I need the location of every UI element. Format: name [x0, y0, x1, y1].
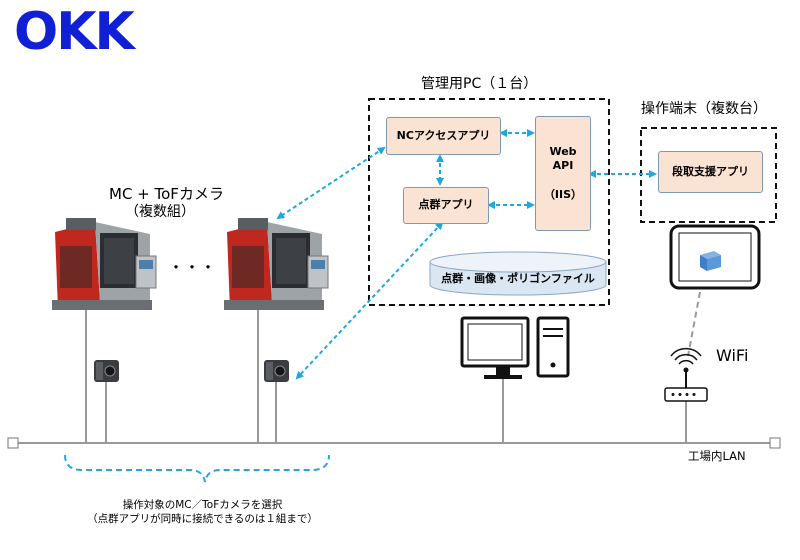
nc-access-app-label: NCアクセスアプリ [396, 128, 491, 142]
wifi-label: WiFi [716, 346, 749, 365]
machining-center-2 [224, 218, 329, 310]
arrow-nc-to-machine [276, 146, 386, 220]
management-pc-boundary [368, 98, 610, 306]
point-cloud-app-box: 点群アプリ [403, 187, 489, 224]
pc-icon [460, 316, 570, 379]
tablet-icon [669, 224, 761, 290]
point-cloud-app-label: 点群アプリ [418, 198, 474, 212]
wifi-link [687, 291, 701, 357]
machines-title: MC + ToFカメラ [109, 185, 224, 203]
web-api-label: Web API [549, 145, 577, 173]
setup-app-label: 段取支援アプリ [672, 164, 749, 178]
selection-note: 操作対象のMC／ToFカメラを選択 （点群アプリが同時に接続できるのは１組まで） [60, 498, 345, 526]
web-api-iis-label: （IIS） [543, 187, 583, 201]
okk-logo: OKK [14, 2, 135, 62]
lan-label: 工場内LAN [688, 449, 746, 463]
terminal-title: 操作端末（複数台） [641, 101, 767, 117]
machining-center-1 [52, 218, 157, 310]
storage-label: 点群・画像・ポリゴンファイル [441, 272, 595, 285]
wifi-router-icon [664, 347, 708, 402]
data-flow-arrows [276, 129, 657, 380]
selection-bracket [64, 454, 330, 483]
tof-camera-2 [264, 360, 289, 382]
selection-note-line2: （点群アプリが同時に接続できるのは１組まで） [87, 513, 318, 526]
machines-subtitle: （複数組） [125, 204, 195, 220]
tof-camera-1 [94, 360, 119, 382]
nc-access-app-box: NCアクセスアプリ [386, 117, 501, 155]
selection-note-line1: 操作対象のMC／ToFカメラを選択 [122, 499, 283, 511]
lan-drops [85, 300, 687, 443]
arrow-pointcloud-to-camera [295, 221, 444, 380]
management-pc-title: 管理用PC（１台） [421, 76, 538, 92]
storage-cylinder [429, 251, 607, 296]
web-api-box: Web API （IIS） [535, 116, 591, 231]
setup-app-box: 段取支援アプリ [658, 151, 763, 193]
lan-line [7, 437, 781, 449]
machines-ellipsis: ・・・ [168, 258, 217, 277]
